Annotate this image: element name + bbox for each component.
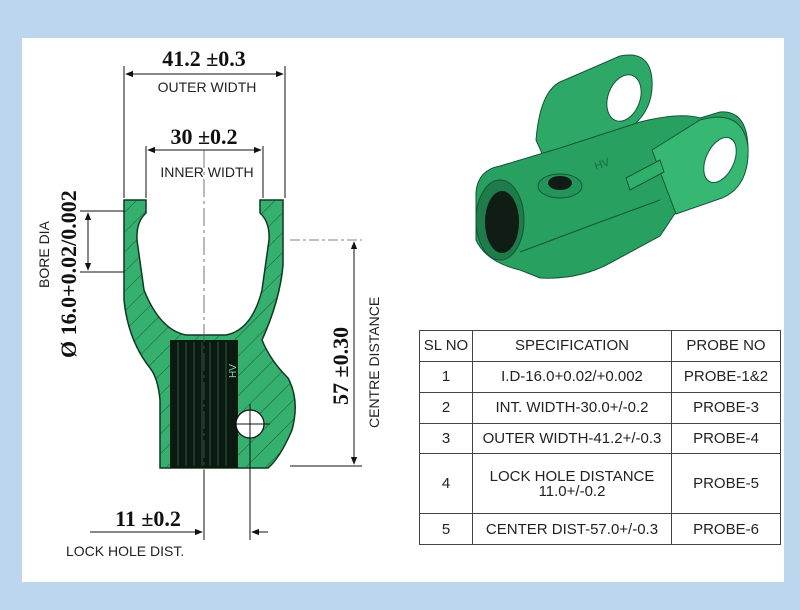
- bore-dia-dimension: BORE DIA Ø 16.0+0.02/0.002: [36, 190, 124, 358]
- inner-width-dimension: 30 ±0.2 INNER WIDTH: [145, 124, 264, 198]
- lock-hole-label: LOCK HOLE DIST.: [66, 543, 184, 559]
- header-sl-no: SL NO: [419, 330, 473, 362]
- cell-sl: 3: [419, 422, 473, 455]
- cell-probe: PROBE-5: [671, 453, 781, 515]
- table-row: 4 LOCK HOLE DISTANCE 11.0+/-0.2 PROBE-5: [419, 453, 781, 515]
- centre-distance-dimension: 57 ±0.30 CENTRE DISTANCE: [290, 241, 382, 467]
- cell-spec: OUTER WIDTH-41.2+/-0.3: [472, 422, 672, 455]
- outer-width-dimension: 41.2 ±0.3 OUTER WIDTH: [123, 46, 286, 198]
- table-row: 1 I.D-16.0+0.02/+0.002 PROBE-1&2: [419, 360, 781, 393]
- cell-spec: INT. WIDTH-30.0+/-0.2: [472, 391, 672, 424]
- bore-dia-label: BORE DIA: [36, 220, 52, 288]
- centre-distance-value: 57 ±0.30: [328, 327, 353, 405]
- yoke-3d-render: HV: [475, 54, 749, 279]
- centre-distance-label: CENTRE DISTANCE: [366, 297, 382, 428]
- yoke-3d-bore: [485, 191, 519, 253]
- table-row: 5 CENTER DIST-57.0+/-0.3 PROBE-6: [419, 513, 781, 545]
- inner-width-value: 30 ±0.2: [170, 124, 237, 149]
- yoke-3d-hv-marking: HV: [593, 156, 612, 173]
- specification-table: SL NO SPECIFICATION PROBE NO 1 I.D-16.0+…: [419, 330, 781, 545]
- header-specification: SPECIFICATION: [472, 330, 672, 362]
- bore-dia-value: Ø 16.0+0.02/0.002: [56, 190, 81, 358]
- cell-spec: CENTER DIST-57.0+/-0.3: [472, 513, 672, 545]
- lock-hole-value: 11 ±0.2: [115, 506, 181, 531]
- cell-probe: PROBE-6: [671, 513, 781, 545]
- table-header-row: SL NO SPECIFICATION PROBE NO: [419, 330, 781, 362]
- header-probe-no: PROBE NO: [671, 330, 781, 362]
- hv-marking: HV: [228, 364, 239, 378]
- yoke-3d-slot: [625, 159, 665, 191]
- table-row: 3 OUTER WIDTH-41.2+/-0.3 PROBE-4: [419, 422, 781, 455]
- cell-sl: 4: [419, 453, 473, 515]
- yoke-section-view: HV: [123, 199, 296, 469]
- table-row: 2 INT. WIDTH-30.0+/-0.2 PROBE-3: [419, 391, 781, 424]
- yoke-section-body: [123, 199, 296, 469]
- lock-hole-dimension: 11 ±0.2 LOCK HOLE DIST.: [66, 440, 268, 559]
- outer-width-value: 41.2 ±0.3: [162, 46, 246, 71]
- yoke-3d-groove: [519, 199, 661, 253]
- yoke-3d-rear-ear-hole: [606, 74, 642, 122]
- cell-probe: PROBE-3: [671, 391, 781, 424]
- yoke-3d-lock-hole: [548, 176, 572, 190]
- cell-sl: 5: [419, 513, 473, 545]
- cell-sl: 2: [419, 391, 473, 424]
- cell-sl: 1: [419, 360, 473, 393]
- cell-spec: LOCK HOLE DISTANCE 11.0+/-0.2: [472, 453, 672, 515]
- cell-spec: I.D-16.0+0.02/+0.002: [472, 360, 672, 393]
- cell-probe: PROBE-1&2: [671, 360, 781, 393]
- outer-width-label: OUTER WIDTH: [158, 79, 257, 95]
- inner-width-label: INNER WIDTH: [160, 164, 253, 180]
- bore-texture: [177, 342, 227, 466]
- cell-probe: PROBE-4: [671, 422, 781, 455]
- yoke-3d-front-ear-hole: [703, 136, 737, 184]
